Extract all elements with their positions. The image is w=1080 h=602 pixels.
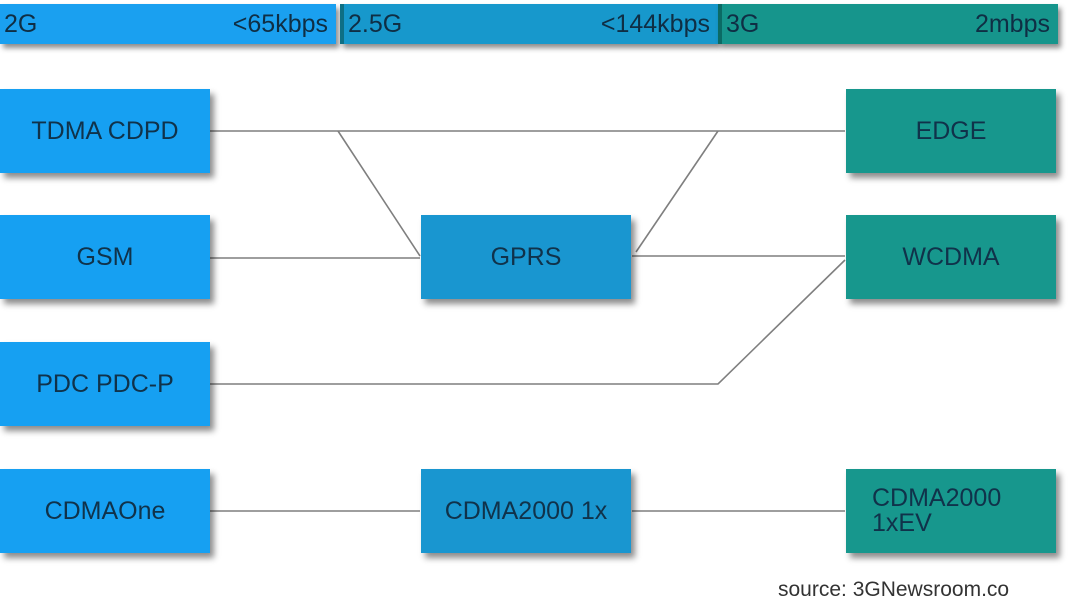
- band-3g-rate: 2mbps: [974, 10, 1050, 38]
- line-gprs-edge: [635, 130, 719, 253]
- band-2g-rate: <65kbps: [232, 10, 328, 38]
- band-2-5g: 2.5G <144kbps: [340, 4, 718, 44]
- band-3g: 3G 2mbps: [718, 4, 1058, 44]
- node-edge: EDGE: [846, 89, 1056, 173]
- node-wcdma: WCDMA: [846, 215, 1056, 299]
- node-cdmaone: CDMAOne: [0, 469, 210, 553]
- node-cdma2000-1x: CDMA2000 1x: [421, 469, 631, 553]
- node-tdma-cdpd: TDMA CDPD: [0, 89, 210, 173]
- node-pdc-pdc-p: PDC PDC-P: [0, 342, 210, 426]
- line-tdma-gprs: [337, 130, 421, 257]
- node-gsm: GSM: [0, 215, 210, 299]
- band-2g-label: 2G: [4, 10, 38, 38]
- band-2g: 2G <65kbps: [0, 4, 336, 44]
- source-caption: source: 3GNewsroom.co: [778, 578, 1010, 601]
- node-gprs: GPRS: [421, 215, 631, 299]
- line-pdc-wcdma: [210, 259, 846, 385]
- band-2-5g-rate: <144kbps: [600, 10, 710, 38]
- band-3g-label: 3G: [726, 10, 760, 38]
- node-cdma2000-1xev: CDMA2000 1xEV: [846, 469, 1056, 553]
- band-2-5g-label: 2.5G: [348, 10, 403, 38]
